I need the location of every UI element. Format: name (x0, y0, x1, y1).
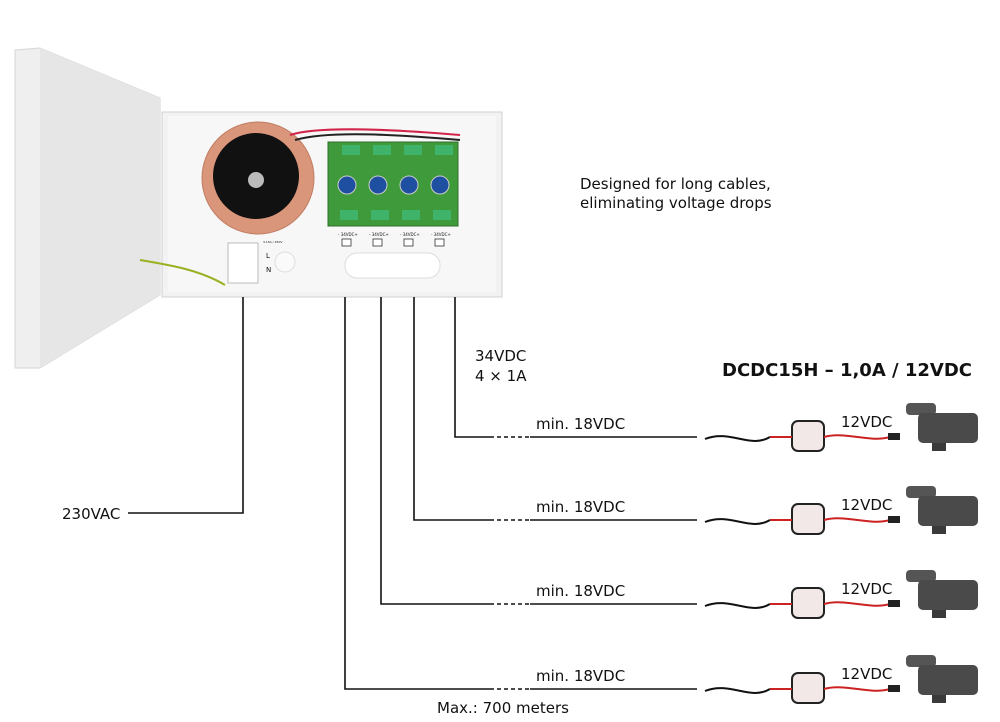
dcdc-converter-icon (704, 503, 900, 535)
fuse-label: 3.15A / 250V (263, 240, 283, 244)
pcb-channel-module: - 34VDC+ (430, 145, 453, 247)
camera-voltage-label: 12VDC (841, 496, 892, 514)
mains-label: 230VAC (62, 505, 120, 523)
min-voltage-label: min. 18VDC (536, 498, 625, 516)
output-channel: min. 18VDC 12VDC (380, 297, 978, 619)
psu-output-channels: 4 × 1A (475, 367, 527, 385)
min-voltage-label: min. 18VDC (536, 415, 625, 433)
converter-title: DCDC15H – 1,0A / 12VDC (722, 360, 972, 381)
cable-line (380, 297, 490, 605)
pcb-channel-module: - 34VDC+ (399, 145, 422, 247)
output-terminal-label: - 34VDC+ (431, 232, 451, 237)
psu-output-voltage: 34VDC (475, 347, 526, 365)
cctv-camera-icon (906, 570, 978, 618)
camera-voltage-label: 12VDC (841, 413, 892, 431)
cctv-camera-icon (906, 655, 978, 703)
mains-terminal-block: L N 3.15A / 250V (139, 240, 296, 286)
cable-line (454, 297, 490, 438)
output-terminal-label: - 34VDC+ (400, 232, 420, 237)
output-channel: min. 18VDC 12VDC (454, 297, 978, 452)
terminal-label-l: L (266, 252, 270, 260)
pcb-channel-module: - 34VDC+ (337, 145, 360, 247)
toroidal-transformer-icon (201, 121, 315, 235)
dcdc-converter-icon (704, 672, 900, 704)
output-channel: min. 18VDC 12VDC (413, 297, 978, 535)
cctv-camera-icon (906, 486, 978, 534)
terminal-label-n: N (266, 266, 271, 274)
cable-line (413, 297, 490, 521)
description-line-2: eliminating voltage drops (580, 194, 772, 212)
camera-voltage-label: 12VDC (841, 580, 892, 598)
output-channel: min. 18VDC 12VDC (344, 297, 978, 704)
mains-cable-line (128, 297, 244, 514)
min-voltage-label: min. 18VDC (536, 582, 625, 600)
enclosure-door (14, 47, 161, 369)
camera-voltage-label: 12VDC (841, 665, 892, 683)
cctv-camera-icon (906, 403, 978, 451)
dcdc-converter-icon (704, 420, 900, 452)
cable-line (344, 297, 490, 690)
dcdc-converter-icon (704, 587, 900, 619)
output-terminal-label: - 34VDC+ (369, 232, 389, 237)
description-line-1: Designed for long cables, (580, 175, 771, 193)
pcb-channel-module: - 34VDC+ (368, 145, 391, 247)
min-voltage-label: min. 18VDC (536, 667, 625, 685)
max-distance-label: Max.: 700 meters (437, 699, 569, 717)
output-terminal-label: - 34VDC+ (338, 232, 358, 237)
